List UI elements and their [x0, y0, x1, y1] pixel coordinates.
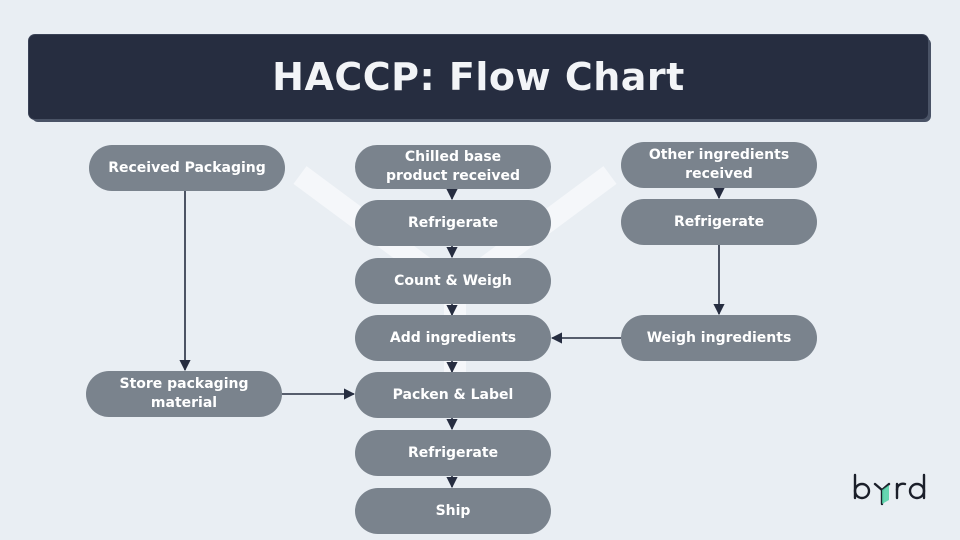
byrd-logo — [853, 473, 926, 506]
node-weigh-ingredients: Weigh ingredients — [621, 315, 817, 361]
node-received-packaging: Received Packaging — [89, 145, 285, 191]
node-chilled-base-product: Chilled base product received — [355, 145, 551, 189]
node-refrigerate-2: Refrigerate — [621, 199, 817, 245]
node-refrigerate-1: Refrigerate — [355, 200, 551, 246]
page-title: HACCP: Flow Chart — [272, 55, 685, 99]
node-add-ingredients: Add ingredients — [355, 315, 551, 361]
node-other-ingredients: Other ingredients received — [621, 142, 817, 188]
node-ship: Ship — [355, 488, 551, 534]
node-count-weigh: Count & Weigh — [355, 258, 551, 304]
title-bar: HACCP: Flow Chart — [29, 35, 928, 119]
node-packen-label: Packen & Label — [355, 372, 551, 418]
node-store-packaging: Store packaging material — [86, 371, 282, 417]
node-refrigerate-3: Refrigerate — [355, 430, 551, 476]
